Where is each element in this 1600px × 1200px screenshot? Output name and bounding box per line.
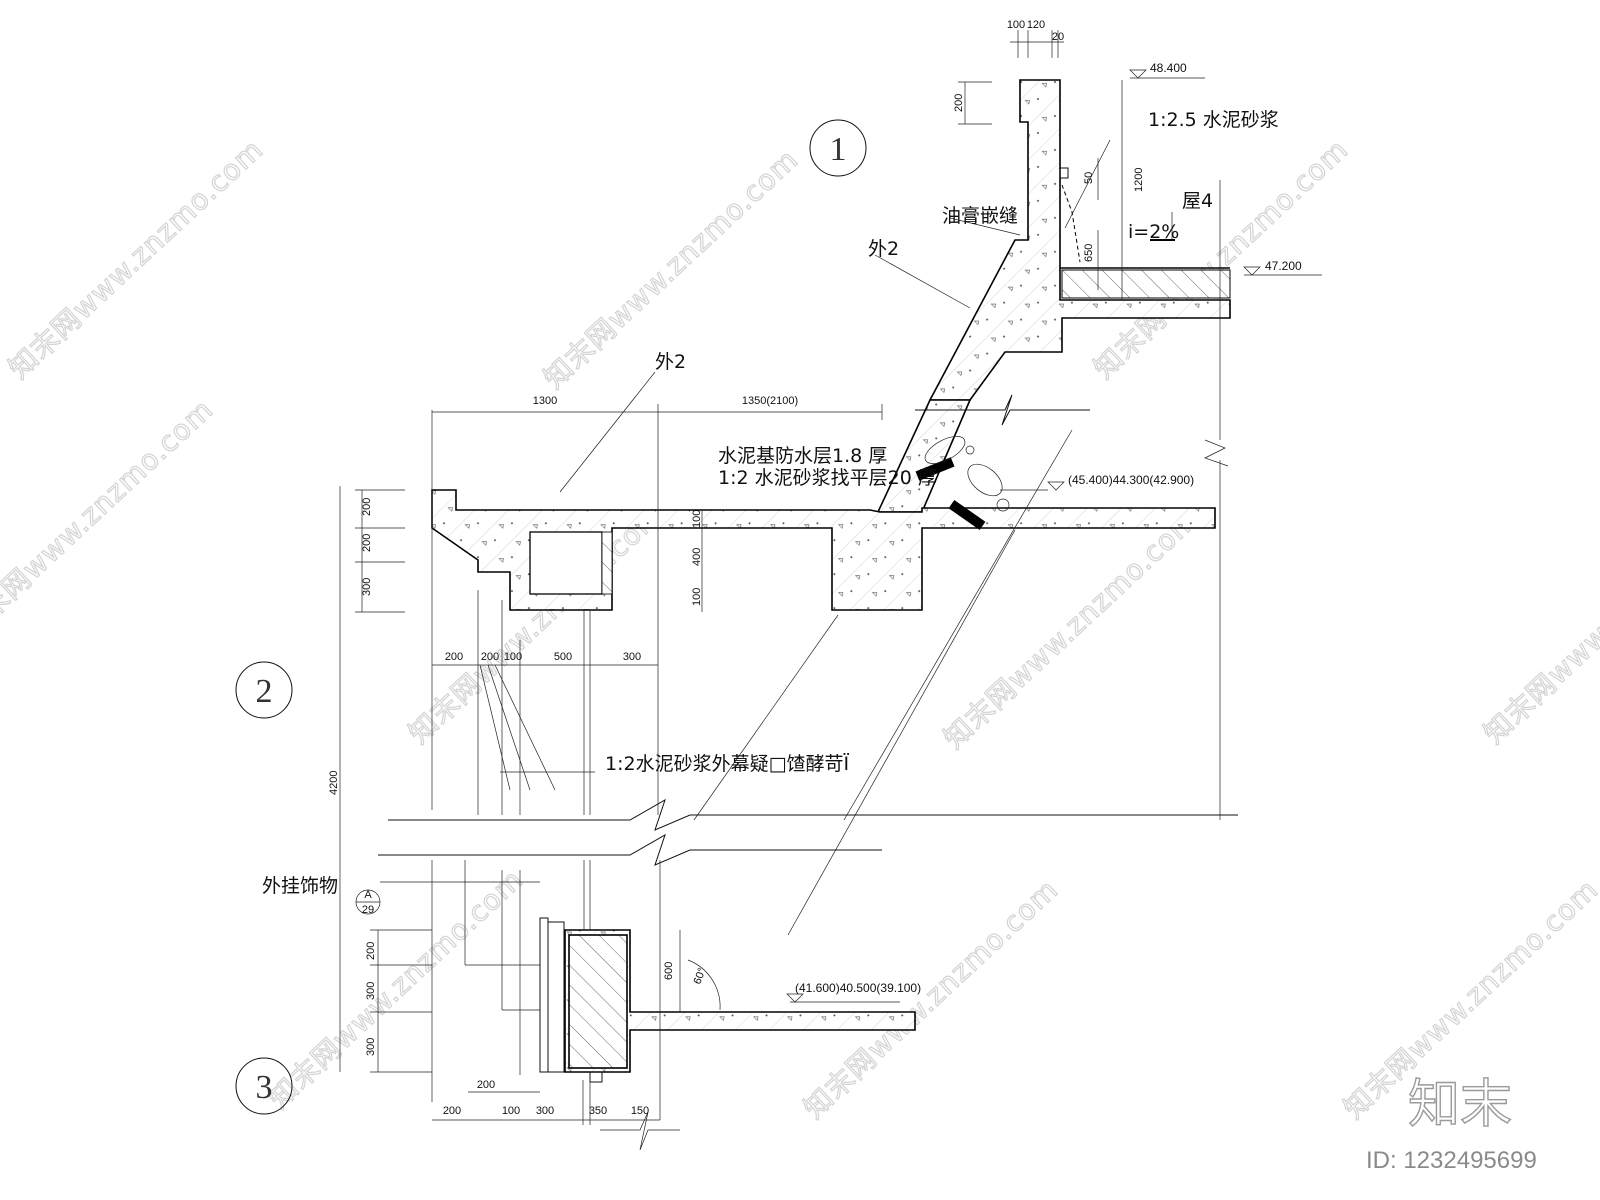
label-slope: i=2% <box>1128 221 1179 243</box>
dim-mid-h-3: 500 <box>554 651 572 663</box>
label-wai2-lower: 外2 <box>655 351 686 373</box>
dimension-text: 100 120 20 200 50 1200 650 1300 1350(210… <box>328 19 1145 1117</box>
dim-1200: 1200 <box>1133 168 1145 192</box>
dim-top-2: 20 <box>1052 31 1064 43</box>
dim-left-v-0: 200 <box>361 498 373 516</box>
dim-mid-h-4: 300 <box>623 651 641 663</box>
level-middle: (45.400)44.300(42.900) <box>1068 473 1194 487</box>
dim-beam-v-0: 100 <box>691 510 703 528</box>
dim-top-0: 100 <box>1007 19 1025 31</box>
dim-1300: 1300 <box>533 395 557 407</box>
watermark-text: 知末网www.znzmo.com <box>1087 133 1354 385</box>
dim-mid-h-1: 200 <box>481 651 499 663</box>
level-text: 48.400 47.200 (45.400)44.300(42.900) (41… <box>795 61 1302 995</box>
watermark-text: 知末网www.znzmo.com <box>797 873 1064 1125</box>
dim-parapet-height: 200 <box>953 94 965 112</box>
axis-label: 1 <box>830 131 847 168</box>
label-leveling: 1:2 水泥砂浆找平层20 厚 <box>718 467 937 489</box>
brand-logo-text: 知末 <box>1408 1075 1512 1135</box>
dim-bottom-h-4: 150 <box>631 1105 649 1117</box>
detail-ref-top: A <box>364 889 372 901</box>
label-wai2-upper: 外2 <box>868 238 899 260</box>
brand-watermark: 知末 ID: 1232495699 <box>1366 1074 1537 1174</box>
label-cement-mortar-top: 1:2.5 水泥砂浆 <box>1148 109 1279 131</box>
guide-lines <box>378 180 1238 1151</box>
level-markers <box>786 69 1322 1003</box>
annotations: 1:2.5 水泥砂浆 油膏嵌缝 外2 屋4 i=2% 外2 水泥基防水层1.8 … <box>262 109 1279 986</box>
dim-mid-h-2: 100 <box>504 651 522 663</box>
axis-label: 3 <box>256 1069 273 1106</box>
anchor-bolts <box>915 436 1010 530</box>
upper-parapet <box>876 79 1231 513</box>
dim-bottom-h-0: 200 <box>443 1105 461 1117</box>
dim-left-v-2: 300 <box>361 578 373 596</box>
dim-lower-v-1: 300 <box>365 982 377 1000</box>
dim-left-v-1: 200 <box>361 534 373 552</box>
level-roof: 47.200 <box>1265 259 1302 273</box>
watermark-text: 知末网www.znzmo.com <box>1477 498 1600 750</box>
label-waterproof: 水泥基防水层1.8 厚 <box>718 445 887 467</box>
watermark-text: 知末网www.znzmo.com <box>0 393 220 645</box>
dim-beam-v-1: 400 <box>691 548 703 566</box>
dim-total-4200: 4200 <box>328 771 340 795</box>
dim-200b: 200 <box>477 1079 495 1091</box>
lower-slab <box>539 917 916 1083</box>
label-outer-mortar: 1:2水泥砂浆外幕疑□馇酵苛Ï <box>605 752 850 775</box>
dim-1350: 1350(2100) <box>742 395 798 407</box>
axis-marker-1: 1 <box>809 119 867 177</box>
dim-lower-v-2: 300 <box>365 1038 377 1056</box>
label-hanging-decor: 外挂饰物 <box>262 875 338 897</box>
axis-label: 2 <box>256 673 273 710</box>
dim-650: 650 <box>1083 244 1095 262</box>
detail-ref-bottom: 29 <box>362 904 374 916</box>
dim-top-1: 120 <box>1027 19 1045 31</box>
dim-bottom-h-1: 100 <box>502 1105 520 1117</box>
axis-marker-2: 2 <box>235 661 293 719</box>
dim-bottom-h-2: 300 <box>536 1105 554 1117</box>
watermark-layer: 知末网www.znzmo.com 知末网www.znzmo.com 知末网www… <box>0 132 1600 1126</box>
level-top: 48.400 <box>1150 61 1187 75</box>
dim-mid-h-0: 200 <box>445 651 463 663</box>
label-asphalt-joint: 油膏嵌缝 <box>942 204 1018 227</box>
watermark-text: 知末网www.znzmo.com <box>937 503 1204 755</box>
axis-marker-3: 3 <box>235 1057 293 1115</box>
label-roof: 屋4 <box>1182 190 1213 212</box>
watermark-text: 知末网www.znzmo.com <box>2 133 269 385</box>
image-id: ID: 1232495699 <box>1366 1147 1537 1174</box>
watermark-text: 知末网www.znzmo.com <box>262 863 529 1115</box>
dim-beam-v-2: 100 <box>691 588 703 606</box>
level-bottom: (41.600)40.500(39.100) <box>795 981 921 995</box>
dimension-lines <box>339 30 1123 1121</box>
label-angle: 60° <box>692 966 709 986</box>
leader-lines <box>380 139 1175 1003</box>
dim-lower-v-0: 200 <box>365 942 377 960</box>
dim-50: 50 <box>1083 172 1095 184</box>
dim-600: 600 <box>663 962 675 980</box>
dim-bottom-h-3: 350 <box>589 1105 607 1117</box>
